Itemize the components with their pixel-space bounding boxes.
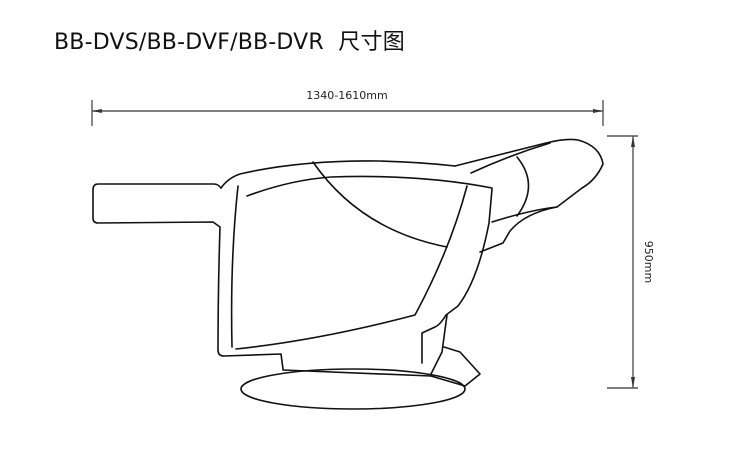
arrow-down-icon <box>631 377 635 388</box>
chair-base <box>240 368 466 410</box>
arrow-left-icon <box>92 109 102 113</box>
arrow-up-icon <box>631 136 635 147</box>
width-dimension: 1340-1610mm <box>91 89 604 126</box>
height-dimension: 950mm <box>607 135 655 389</box>
height-label: 950mm <box>642 241 655 283</box>
chair-illustration <box>92 138 604 410</box>
width-label: 1340-1610mm <box>306 89 387 102</box>
page-title: BB-DVS/BB-DVF/BB-DVR 尺寸图 <box>54 30 405 55</box>
arrow-right-icon <box>593 109 603 113</box>
